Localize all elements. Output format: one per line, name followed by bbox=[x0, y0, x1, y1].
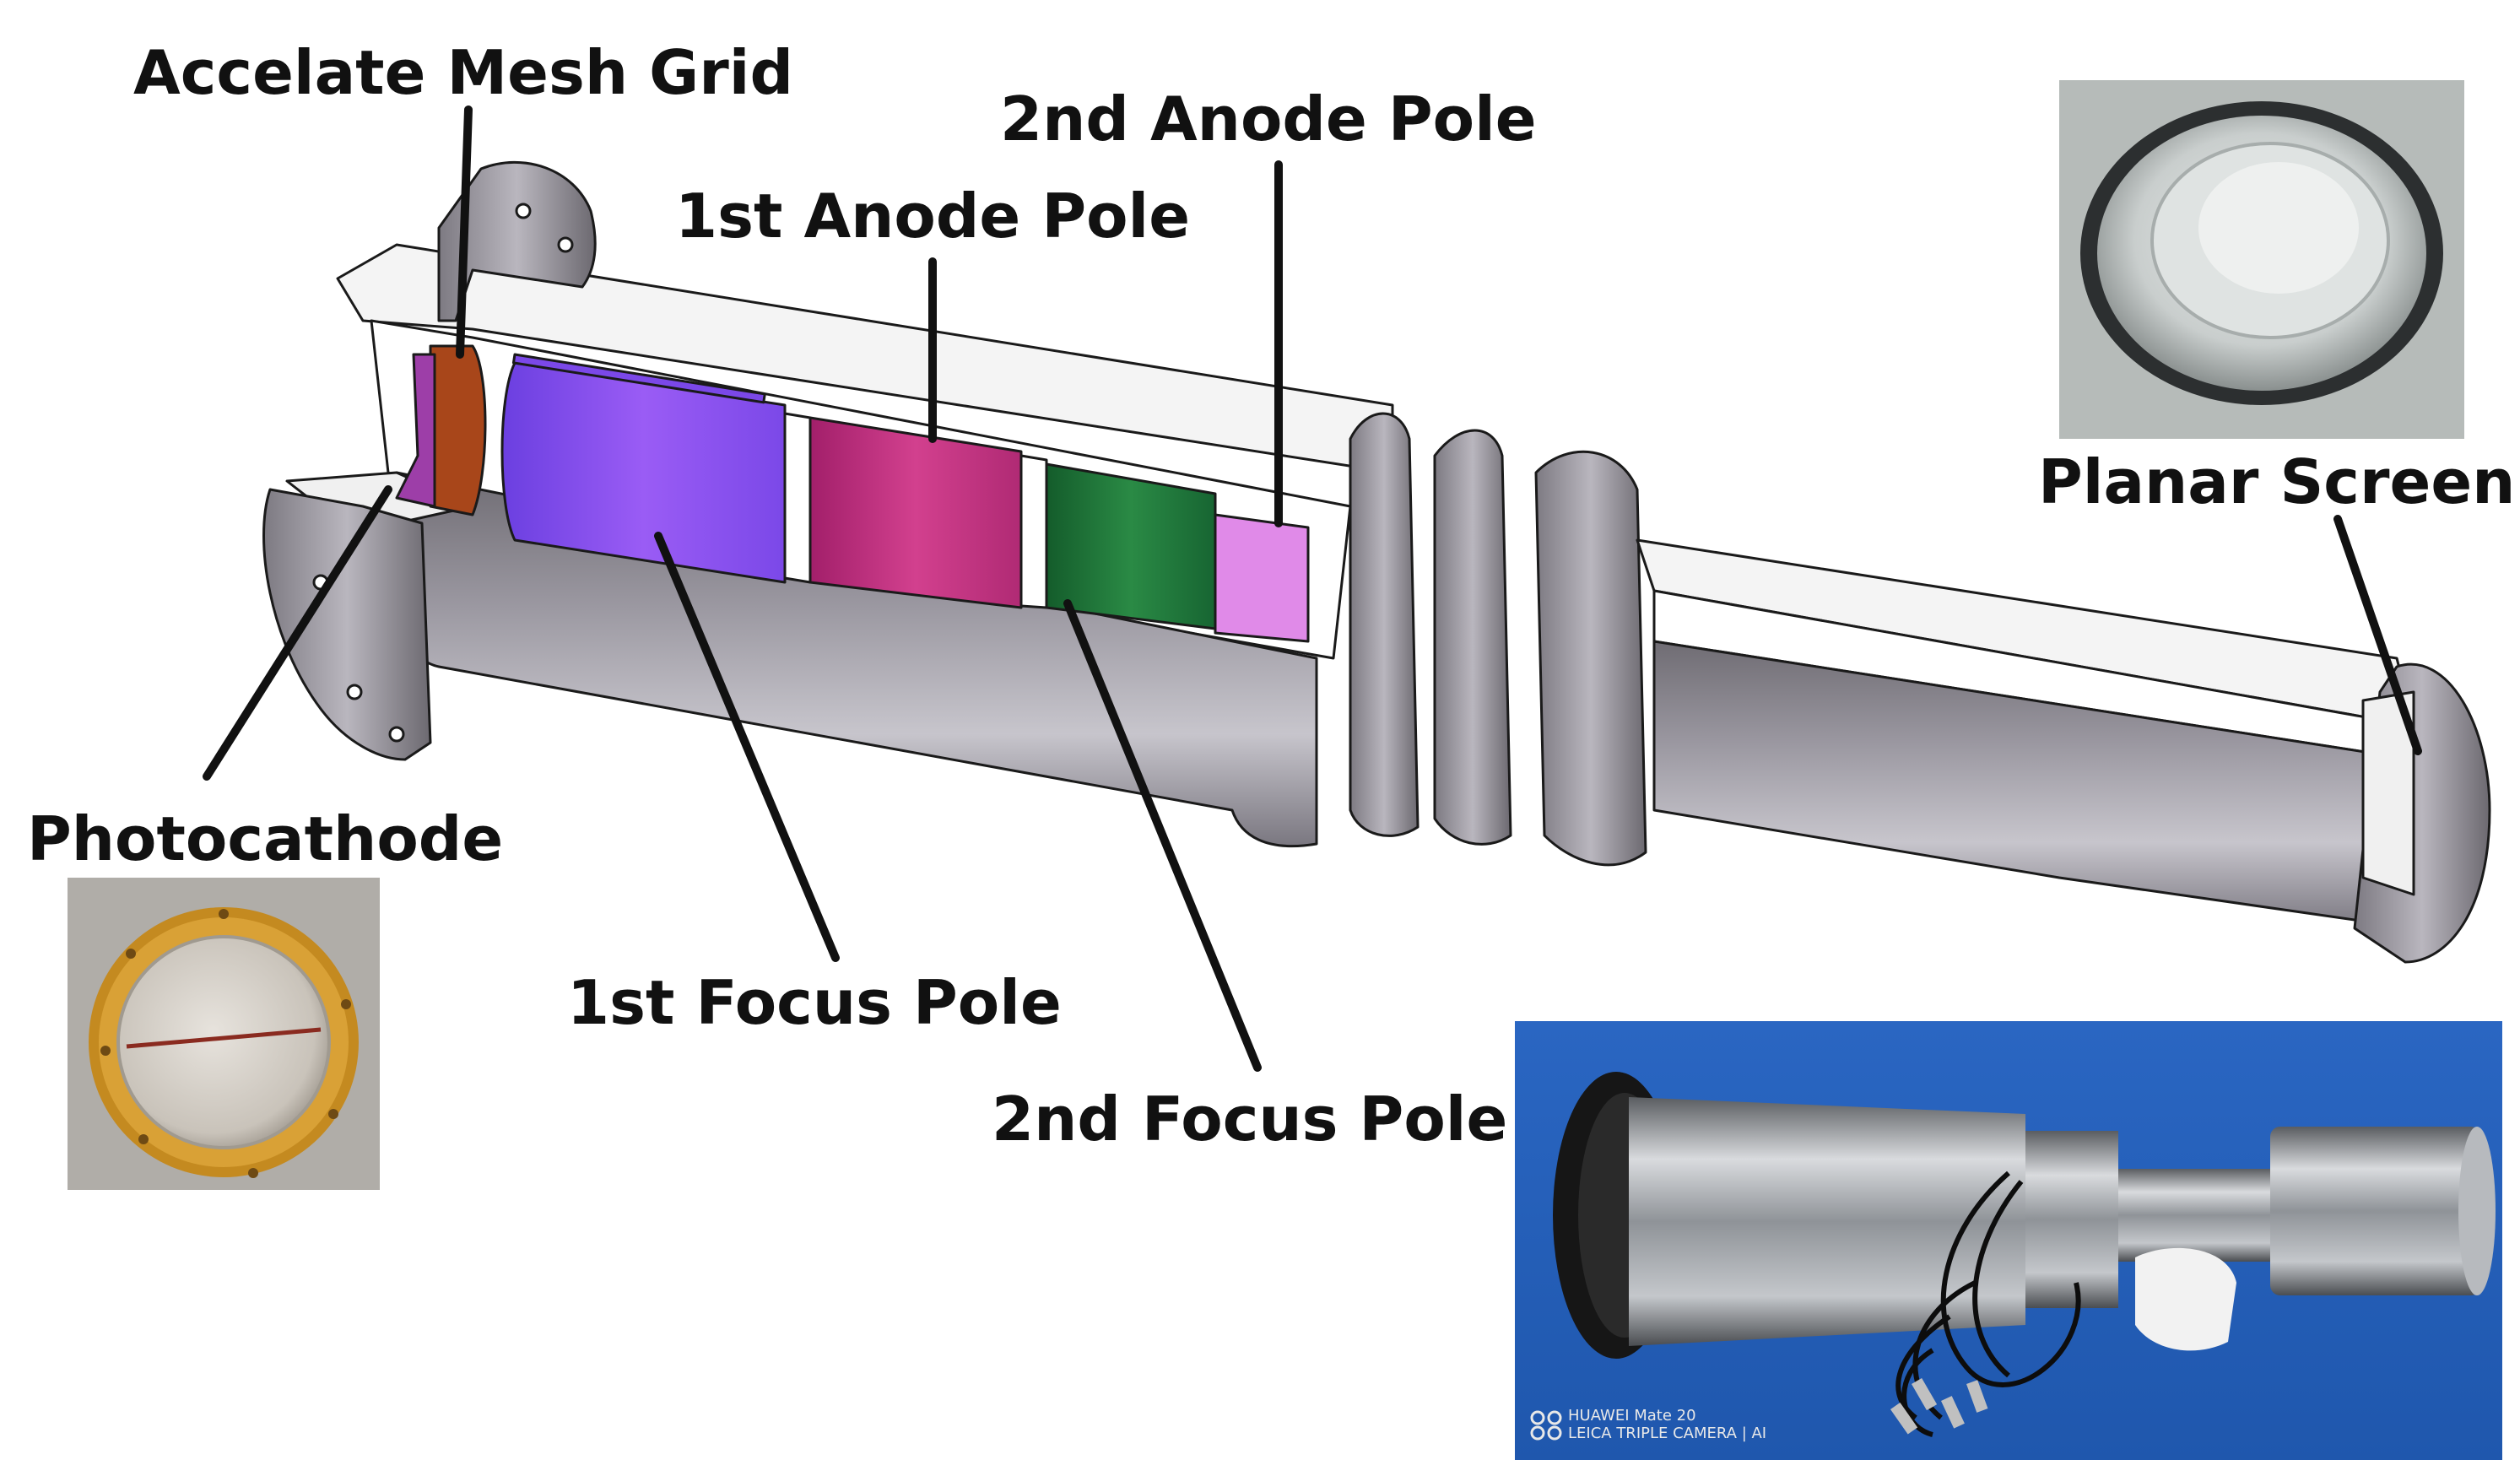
label-photocathode: Photocathode bbox=[27, 803, 504, 874]
middle-flange-3 bbox=[1534, 450, 1647, 867]
leader-second-focus-pole bbox=[1063, 599, 1262, 1072]
leader-lines bbox=[203, 105, 2422, 1072]
assembled-tube-photo bbox=[1515, 1021, 2502, 1460]
right-tube-body bbox=[1652, 640, 2415, 930]
first-anode-pole-part bbox=[808, 416, 1023, 609]
leader-planar-screen bbox=[2333, 515, 2422, 755]
planar-screen-photo bbox=[2059, 80, 2464, 439]
left-flange bbox=[262, 488, 432, 761]
label-second-anode-pole: 2nd Anode Pole bbox=[1000, 84, 1537, 154]
label-planar-screen: Planar Screen bbox=[2038, 446, 2516, 517]
middle-flange-1 bbox=[1349, 412, 1420, 837]
photocathode-photo bbox=[68, 878, 380, 1190]
tube-assembly bbox=[262, 160, 2491, 964]
second-anode-pole-part bbox=[1214, 513, 1310, 643]
photocathode-window bbox=[395, 353, 436, 508]
photo-watermark: HUAWEI Mate 20 LEICA TRIPLE CAMERA | AI bbox=[1568, 1407, 1767, 1442]
first-focus-pole-part bbox=[500, 361, 787, 584]
middle-flange-2 bbox=[1433, 429, 1512, 846]
label-first-anode-pole: 1st Anode Pole bbox=[675, 181, 1191, 251]
camera-watermark-icon bbox=[1530, 1410, 1562, 1441]
label-first-focus-pole: 1st Focus Pole bbox=[567, 967, 1062, 1038]
leader-accelate-mesh-grid bbox=[456, 105, 473, 359]
upper-flange bbox=[437, 160, 597, 322]
mesh-grid-part bbox=[429, 344, 487, 516]
leader-first-focus-pole bbox=[654, 532, 840, 962]
label-accelate-mesh-grid: Accelate Mesh Grid bbox=[133, 37, 793, 108]
watermark-line-2: LEICA TRIPLE CAMERA | AI bbox=[1568, 1424, 1767, 1442]
leader-photocathode bbox=[203, 485, 392, 781]
label-second-focus-pole: 2nd Focus Pole bbox=[992, 1084, 1508, 1154]
watermark-line-1: HUAWEI Mate 20 bbox=[1568, 1407, 1696, 1425]
